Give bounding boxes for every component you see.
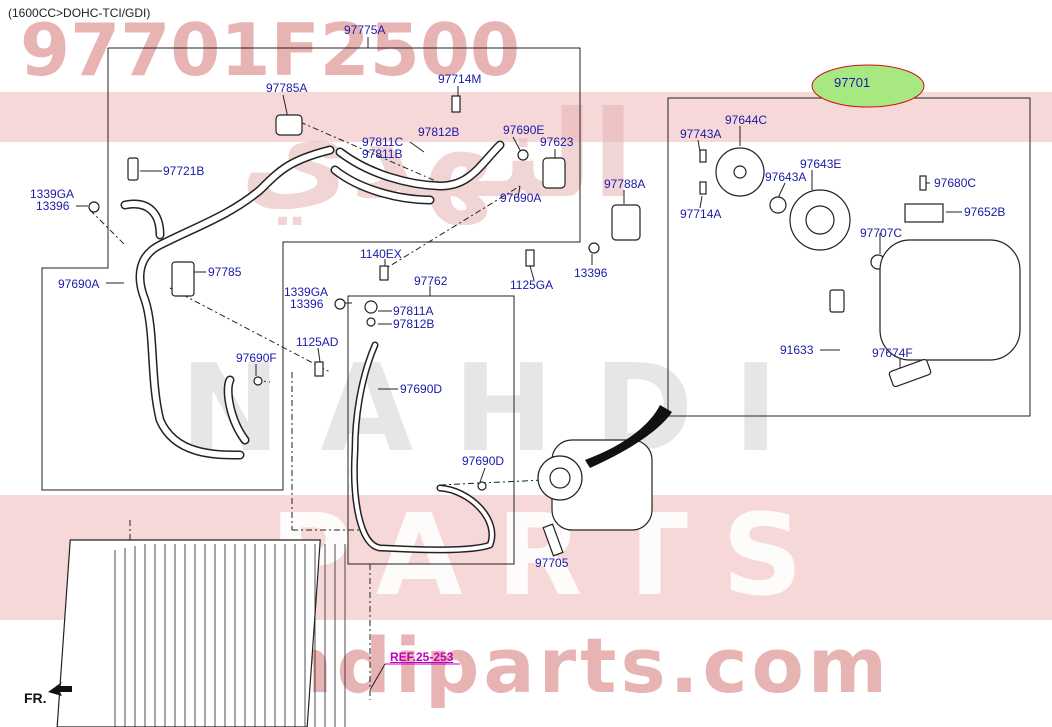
nut-left-shape [88, 201, 100, 213]
callout-97811A[interactable]: 97811A [393, 304, 434, 318]
highlight-ellipse [811, 64, 925, 108]
callout-97674F[interactable]: 97674F [872, 346, 913, 360]
callout-13396-right[interactable]: 13396 [574, 266, 608, 280]
callout-97680C[interactable]: 97680C [934, 176, 977, 190]
front-label: FR. [24, 690, 47, 706]
frame-hose-group [41, 47, 581, 491]
bolt-97705-shape [542, 523, 564, 557]
receiver-97623-shape [542, 157, 566, 189]
engine-spec: (1600CC>DOHC-TCI/GDI) [8, 6, 151, 20]
callout-97690A-left[interactable]: 97690A [58, 277, 100, 291]
callout-97652B[interactable]: 97652B [964, 205, 1006, 219]
snap-ring-97643A-shape [769, 196, 787, 214]
bolt-1125AD-shape [314, 361, 324, 377]
callout-13396-left[interactable]: 13396 [36, 199, 70, 213]
callout-97623[interactable]: 97623 [540, 135, 574, 149]
callout-13396-mid[interactable]: 13396 [290, 297, 324, 311]
bracket-97652B-shape [904, 203, 944, 223]
zoom-arrow [585, 405, 672, 468]
callout-97762[interactable]: 97762 [414, 274, 448, 288]
callout-97690A-top[interactable]: 97690A [500, 191, 542, 205]
callout-97812B-mid[interactable]: 97812B [393, 317, 435, 331]
callout-97714M[interactable]: 97714M [438, 72, 482, 86]
callout-1125GA[interactable]: 1125GA [510, 278, 554, 292]
callout-91633[interactable]: 91633 [780, 343, 814, 357]
bolt-97680C-shape [919, 175, 927, 191]
callout-97788A[interactable]: 97788A [604, 177, 646, 191]
nut-13396-mid-shape [334, 298, 346, 310]
callout-97701[interactable]: 97701 [834, 75, 871, 90]
front-arrow-icon [48, 682, 72, 696]
callout-97812B-top[interactable]: 97812B [418, 125, 460, 139]
bolt-97714M-shape [451, 95, 461, 113]
bolt-97714A-shape [699, 181, 707, 195]
valve-97674F-shape [888, 358, 932, 388]
block-97788A-shape [611, 204, 641, 241]
callout-97785A[interactable]: 97785A [266, 81, 308, 95]
compressor-body-shape [879, 239, 1021, 361]
bracket-97785A-shape [275, 114, 303, 136]
oring-97690D-shape [477, 481, 487, 491]
reference-link[interactable]: REF.25-253 [390, 650, 454, 664]
bolt-1125GA-shape [525, 249, 535, 267]
callout-1140EX[interactable]: 1140EX [360, 247, 402, 261]
callout-97690D[interactable]: 97690D [400, 382, 443, 396]
frame-liquid-tube [347, 295, 515, 565]
callout-97707C[interactable]: 97707C [860, 226, 903, 240]
bolt-1140EX-shape [379, 265, 389, 281]
callout-97705[interactable]: 97705 [535, 556, 569, 570]
callout-97690E[interactable]: 97690E [503, 123, 545, 137]
nut-13396-right-shape [588, 242, 600, 254]
condenser-shape [56, 539, 321, 727]
callout-97690F[interactable]: 97690F [236, 351, 277, 365]
callout-97743A[interactable]: 97743A [680, 127, 722, 141]
connector-91633-shape [829, 289, 845, 313]
callout-97644C[interactable]: 97644C [725, 113, 768, 127]
oring-97690F-shape [253, 376, 263, 386]
oring-97690E-shape [517, 149, 529, 161]
bolt-97743A-shape [699, 149, 707, 163]
callout-97775A[interactable]: 97775A [344, 23, 386, 37]
callout-97690D-low[interactable]: 97690D [462, 454, 505, 468]
bracket-97785-shape [171, 261, 195, 297]
callout-97714A[interactable]: 97714A [680, 207, 722, 221]
watermark-brand: NAHDI [180, 340, 818, 479]
callout-97643A[interactable]: 97643A [765, 170, 807, 184]
pressure-sensor-shape [127, 157, 139, 181]
callout-97811C[interactable]: 97811C [362, 135, 404, 149]
callout-97785[interactable]: 97785 [208, 265, 242, 279]
fitting-97811A-shape [364, 300, 378, 314]
callout-1339GA-mid[interactable]: 1339GA [284, 285, 329, 299]
callout-97721B[interactable]: 97721B [163, 164, 205, 178]
callout-97643E[interactable]: 97643E [800, 157, 842, 171]
callout-97811B[interactable]: 97811B [362, 147, 403, 161]
fitting-97812B-shape [366, 317, 376, 327]
callout-1339GA-left[interactable]: 1339GA [30, 187, 75, 201]
watermark-part-number: 97701F2500 [20, 8, 521, 92]
callout-1125AD[interactable]: 1125AD [296, 335, 339, 349]
